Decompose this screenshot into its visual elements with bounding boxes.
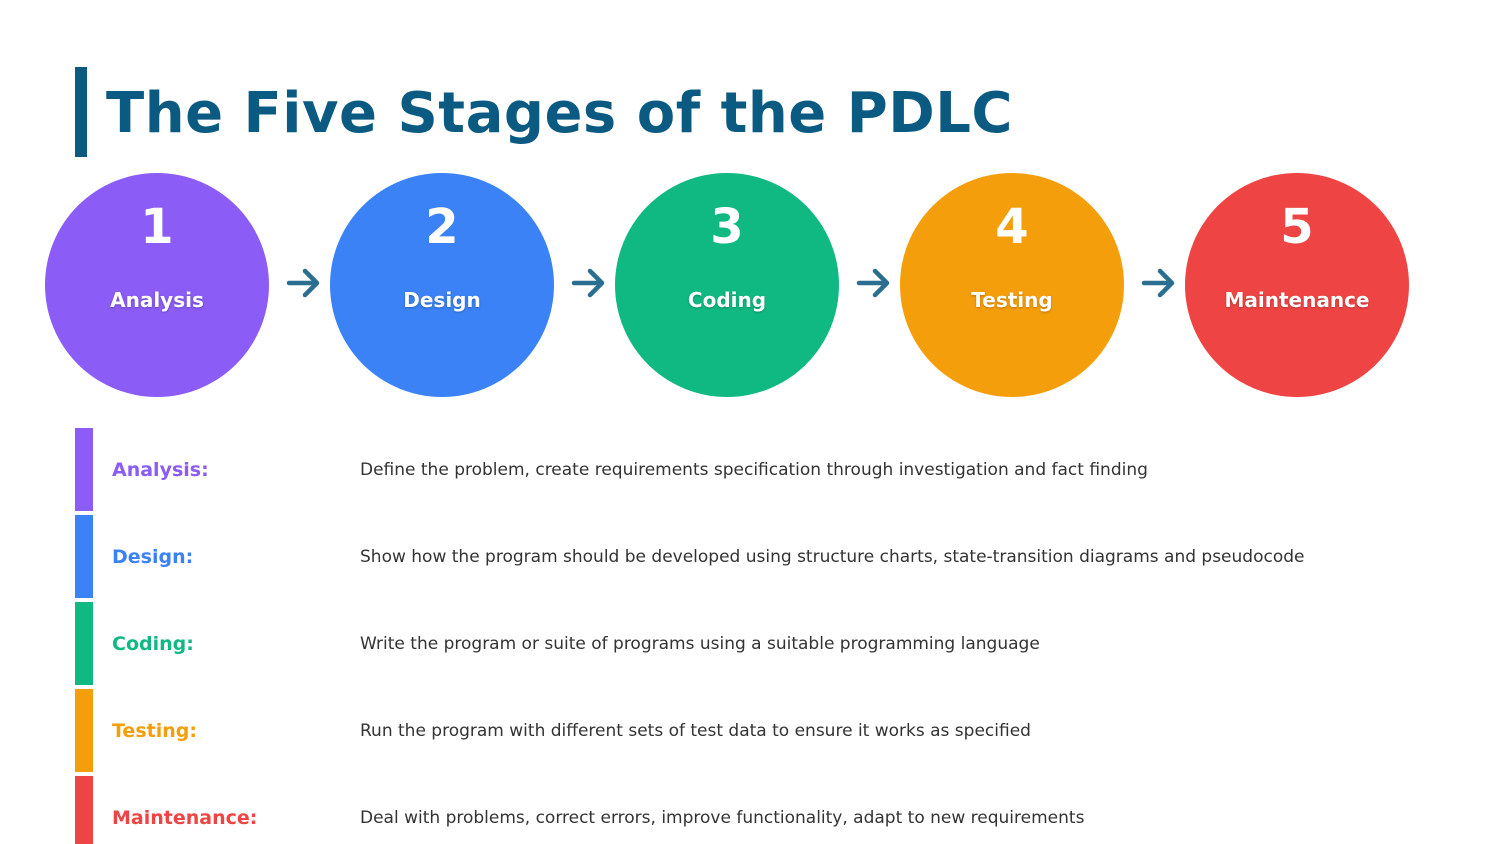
stage-circle-coding: 3 Coding: [615, 173, 839, 397]
stage-row-analysis: Analysis: Define the problem, create req…: [75, 428, 1395, 511]
stage-label: Design:: [112, 546, 194, 568]
stage-label: Testing:: [112, 720, 197, 742]
stage-circle-maintenance: 5 Maintenance: [1185, 173, 1409, 397]
arrow-right-icon: [856, 268, 890, 298]
arrow-right-icon: [1141, 268, 1175, 298]
page-title: The Five Stages of the PDLC: [106, 81, 1014, 146]
stage-row-maintenance: Maintenance: Deal with problems, correct…: [75, 776, 1395, 844]
title-accent-bar: [75, 67, 87, 157]
stage-color-bar: [75, 515, 93, 598]
arrow-right-icon: [571, 268, 605, 298]
stage-description: Write the program or suite of programs u…: [360, 634, 1040, 654]
stage-row-testing: Testing: Run the program with different …: [75, 689, 1395, 772]
stage-number: 5: [1280, 199, 1314, 255]
stage-name: Design: [403, 288, 481, 312]
stage-label: Analysis:: [112, 459, 209, 481]
stage-circle-testing: 4 Testing: [900, 173, 1124, 397]
stage-color-bar: [75, 689, 93, 772]
stage-number: 1: [140, 199, 174, 255]
stage-color-bar: [75, 602, 93, 685]
stage-color-bar: [75, 776, 93, 844]
stage-circle-design: 2 Design: [330, 173, 554, 397]
stage-label: Coding:: [112, 633, 194, 655]
stage-number: 3: [710, 199, 744, 255]
stage-name: Testing: [971, 288, 1053, 312]
stage-description: Show how the program should be developed…: [360, 547, 1305, 567]
stage-name: Maintenance: [1224, 288, 1370, 312]
arrow-right-icon: [286, 268, 320, 298]
stage-description: Deal with problems, correct errors, impr…: [360, 808, 1085, 828]
stage-row-coding: Coding: Write the program or suite of pr…: [75, 602, 1395, 685]
stage-number: 4: [995, 199, 1029, 255]
stage-number: 2: [425, 199, 459, 255]
stage-name: Analysis: [110, 288, 204, 312]
stage-description: Run the program with different sets of t…: [360, 721, 1031, 741]
stage-name: Coding: [687, 288, 767, 312]
stage-row-design: Design: Show how the program should be d…: [75, 515, 1395, 598]
stage-color-bar: [75, 428, 93, 511]
stage-label: Maintenance:: [112, 807, 258, 829]
stage-description: Define the problem, create requirements …: [360, 460, 1148, 480]
stage-circle-analysis: 1 Analysis: [45, 173, 269, 397]
